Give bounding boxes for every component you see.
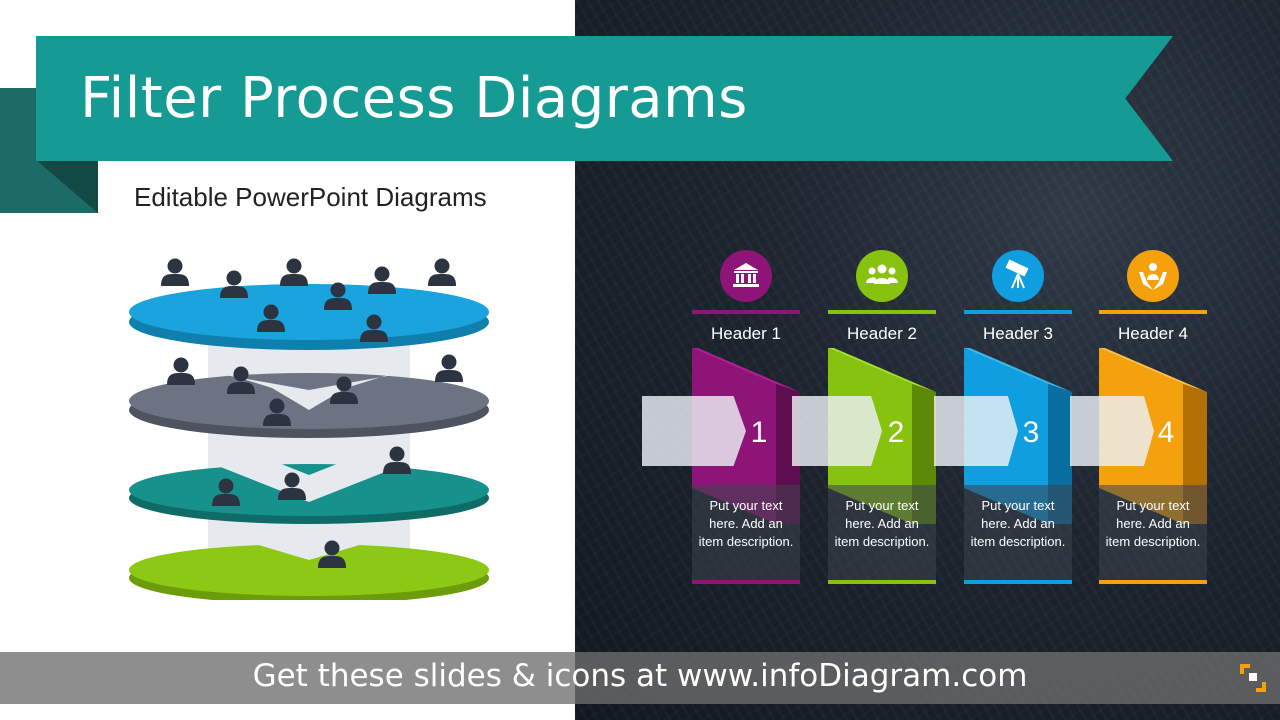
- footer-bar: [0, 652, 1280, 704]
- step-1-description-box: [692, 485, 800, 582]
- step-2-number: 2: [887, 416, 905, 449]
- step-1-top-line: [692, 310, 800, 314]
- step-3-description: Put your text here. Add an item descript…: [970, 498, 1066, 549]
- step-2-description-box: [828, 485, 936, 582]
- slide-title: Filter Process Diagrams: [80, 66, 748, 131]
- step-4-number: 4: [1157, 416, 1175, 449]
- footer-link-text[interactable]: Get these slides & icons at www.infoDiag…: [252, 658, 1028, 694]
- step-1-header: Header 1: [711, 324, 781, 343]
- filter-funnel-middle: [208, 435, 410, 502]
- step-1-number: 1: [750, 416, 768, 449]
- process-arrow-4: [1070, 396, 1154, 466]
- step-4-top-line: [1099, 310, 1207, 314]
- title-banner: [36, 36, 1173, 161]
- step-4-header: Header 4: [1118, 324, 1188, 343]
- telescope-icon: [992, 250, 1044, 302]
- hands-care-icon: [1127, 250, 1179, 302]
- step-2-top-line: [828, 310, 936, 314]
- step-4-description: Put your text here. Add an item descript…: [1105, 498, 1201, 549]
- step-3-top-line: [964, 310, 1072, 314]
- process-arrow-2: [792, 396, 882, 466]
- filter-layers-diagram: [129, 258, 489, 600]
- banner-fold-shadow: [36, 160, 98, 213]
- step-2-bottom-line: [828, 580, 936, 584]
- filter-layer-green: [129, 544, 489, 600]
- step-3-header: Header 3: [983, 324, 1053, 343]
- step-1-description: Put your text here. Add an item descript…: [698, 498, 794, 549]
- bank-icon: [720, 250, 772, 302]
- team-icon: [856, 250, 908, 302]
- step-2-description: Put your text here. Add an item descript…: [834, 498, 930, 549]
- process-arrow-1: [642, 396, 746, 466]
- infodiagram-logo-icon: [1240, 664, 1266, 692]
- step-4-description-box: [1099, 485, 1207, 582]
- step-3-number: 3: [1022, 416, 1040, 449]
- filter-layer-gray: [129, 368, 489, 438]
- step-1-bottom-line: [692, 580, 800, 584]
- step-3-bottom-line: [964, 580, 1072, 584]
- filter-layer-blue: [129, 284, 489, 350]
- slide-subtitle: Editable PowerPoint Diagrams: [134, 182, 487, 212]
- process-arrow-3: [934, 396, 1018, 466]
- step-2-header: Header 2: [847, 324, 917, 343]
- step-3-description-box: [964, 485, 1072, 582]
- step-4-bottom-line: [1099, 580, 1207, 584]
